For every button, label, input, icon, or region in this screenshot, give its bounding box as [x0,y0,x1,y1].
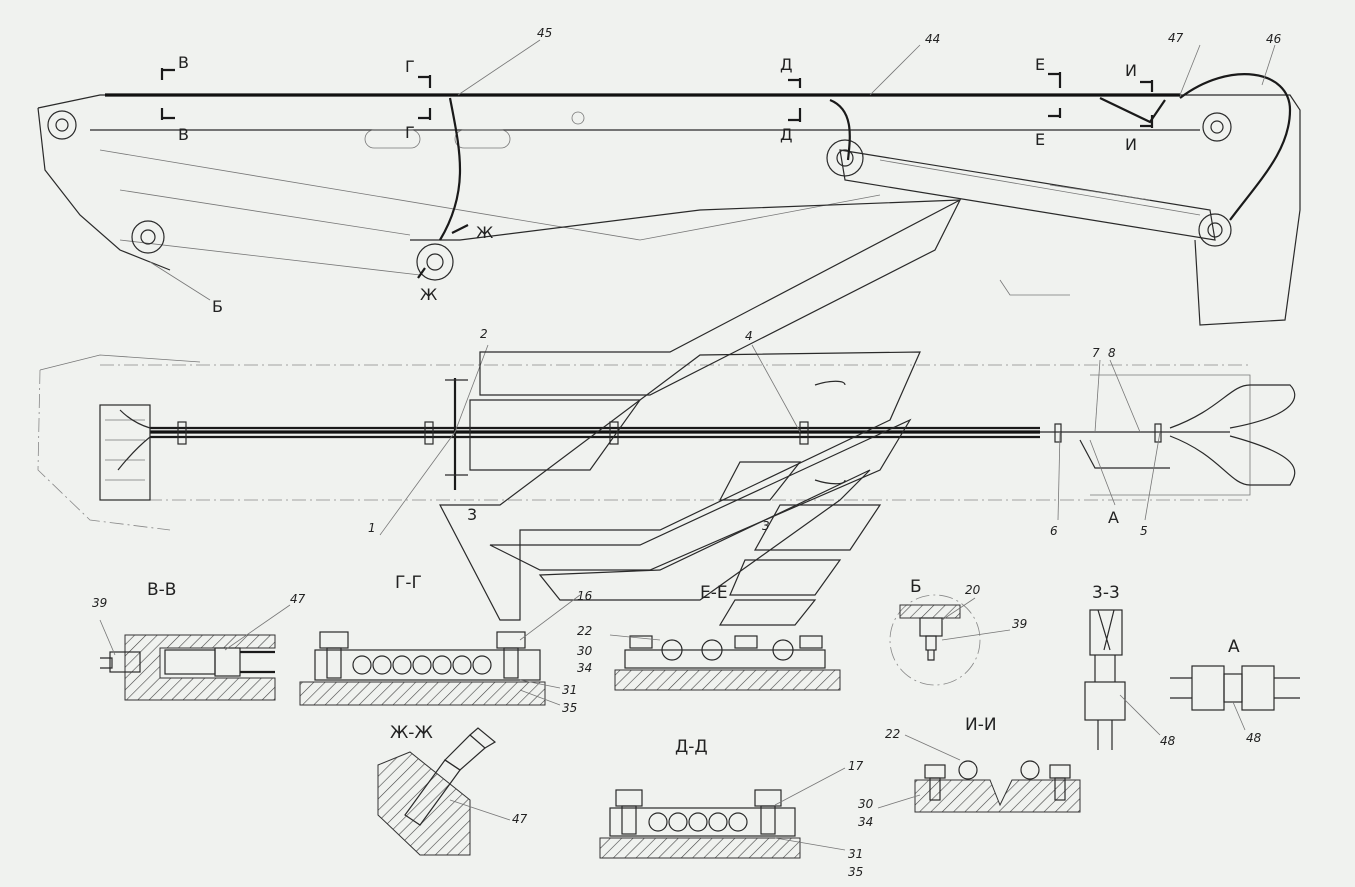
part-30-ii: 30 [858,797,874,811]
view-b-drawing [889,594,1011,686]
view-a-drawing [1170,665,1300,731]
section-title-zz: 3-3 [1092,583,1120,603]
boom-plan-view [37,344,1296,536]
part-44: 44 [925,32,940,46]
section-title-a: А [1228,637,1240,657]
part-47-top: 47 [1168,31,1184,45]
part-31-gg: 31 [562,683,577,697]
part-47-vv: 47 [290,592,306,606]
section-zhzh-drawing [377,727,511,856]
mark-zh-bottom: Ж [420,285,437,304]
mark-g-bottom: Г [405,123,415,142]
section-title-vv: В-В [147,580,176,600]
part-34-ii: 34 [858,815,873,829]
part-4: 4 [745,329,753,343]
part-6: 6 [1050,524,1058,538]
section-title-ii: И-И [965,715,997,735]
section-title-gg: Г-Г [395,573,422,593]
section-gg-drawing [299,594,581,706]
part-3: 3 [762,519,770,533]
part-46: 46 [1266,32,1282,46]
part-22-ee: 22 [577,624,592,638]
part-8: 8 [1108,346,1116,360]
part-47-zhzh: 47 [512,812,528,826]
mark-e-top: Е [1035,55,1045,74]
part-16: 16 [577,589,593,603]
part-2: 2 [480,327,488,341]
part-35-dd: 35 [848,865,863,879]
section-dd-drawing [599,767,846,859]
section-title-dd: Д-Д [675,737,708,757]
part-30-ee: 30 [577,644,593,658]
part-20: 20 [965,583,981,597]
part-45: 45 [537,26,552,40]
mark-i-top: И [1125,61,1137,80]
mark-e-bottom: Е [1035,130,1045,149]
part-22-ii: 22 [885,727,900,741]
mark-d-top: Д [780,55,793,74]
part-31-dd: 31 [848,847,863,861]
section-ii-drawing [877,734,1081,813]
part-39-b: 39 [1012,617,1027,631]
overlay-shapes [439,198,962,626]
mark-v-bottom: В [178,125,189,144]
section-title-zhzh: Ж-Ж [390,723,433,743]
mark-d-bottom: Д [780,125,793,144]
section-title-b: Б [910,577,922,597]
part-34-ee: 34 [577,661,592,675]
section-zz-drawing [1084,609,1161,750]
mark-b-top: Б [212,297,223,316]
section-title-ee: Е-Е [700,583,728,603]
mark-a-plan: А [1108,508,1119,527]
part-7: 7 [1092,346,1100,360]
boom-side-view [37,39,1301,326]
part-5: 5 [1140,524,1148,538]
part-1: 1 [368,521,376,535]
mark-v-top: В [178,53,189,72]
mark-z-plan: 3 [467,505,477,524]
part-48-a: 48 [1246,731,1262,745]
section-vv-drawing [99,604,291,701]
mark-zh-right: Ж [476,223,493,242]
part-35-gg: 35 [562,701,577,715]
part-48-zz: 48 [1160,734,1176,748]
mark-g-top: Г [405,57,415,76]
part-17: 17 [848,759,864,773]
part-39-vv: 39 [92,596,107,610]
section-ee-drawing [609,634,841,691]
mark-i-bottom: И [1125,135,1137,154]
